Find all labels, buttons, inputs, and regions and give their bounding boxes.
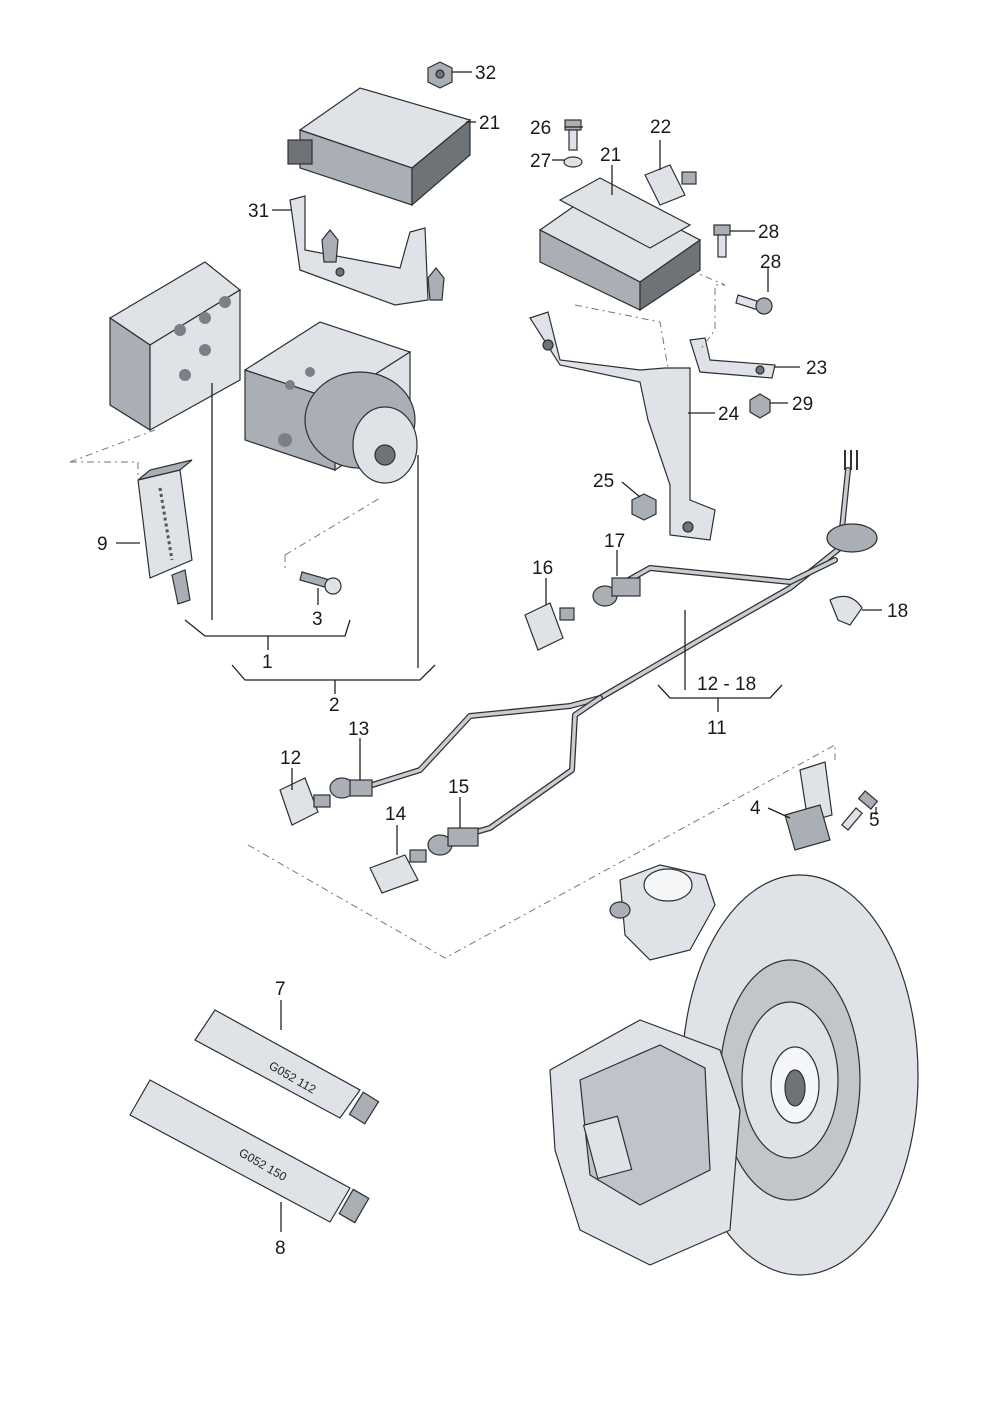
bolt-28-top [713,224,731,258]
connector-17 [592,577,641,607]
connector-15 [427,827,479,856]
callout-28-bottom: 28 [760,252,781,273]
bolt-26 [564,119,582,151]
connector-16 [524,602,575,651]
callout-29: 29 [792,394,813,415]
callout-31: 31 [248,201,269,222]
connector-14 [369,849,427,894]
hydraulic-unit [243,321,418,484]
nut-29 [749,393,771,419]
callout-4: 4 [750,798,761,819]
callout-17: 17 [604,531,625,552]
clip-18 [829,595,863,626]
bracket-31 [289,195,445,306]
callout-2: 2 [329,695,340,716]
callout-13: 13 [348,719,369,740]
washer-27 [563,156,583,168]
callout-18: 18 [887,601,908,622]
callout-23: 23 [806,358,827,379]
callout-26: 26 [530,118,551,139]
callout-27: 27 [530,151,551,172]
callout-9: 9 [97,534,108,555]
callout-28-top: 28 [758,222,779,243]
callout-32: 32 [475,63,496,84]
abs-control-unit [108,261,242,432]
connector-12 [279,777,331,826]
callout-8: 8 [275,1238,286,1259]
callout-21-left: 21 [479,113,500,134]
control-module-right [538,177,702,312]
bolt-28-bottom [735,294,773,315]
callout-7: 7 [275,979,286,1000]
nut-25 [631,493,657,521]
connector-9 [137,459,193,605]
callout-14: 14 [385,804,407,825]
bolt-3 [299,571,342,595]
sensor-22 [644,164,697,206]
nut-32 [427,61,453,89]
callout-12: 12 [280,748,301,769]
callout-1: 1 [262,652,273,673]
callout-22: 22 [650,117,671,138]
callout-25: 25 [593,471,614,492]
callout-5: 5 [869,810,880,831]
callout-12-18: 12 - 18 [697,674,756,695]
bolt-5 [841,790,879,831]
callout-16: 16 [532,558,553,579]
brake-assembly [549,864,919,1276]
sensor-4 [784,761,833,851]
wiring-harness [347,450,878,841]
callout-11: 11 [707,718,727,739]
callout-21-right: 21 [600,145,621,166]
connector-13 [329,777,373,799]
callout-24: 24 [718,404,740,425]
bracket-24 [529,311,716,541]
grease-tube-7: G052 112 [194,1009,380,1125]
bracket-23 [689,337,776,379]
callout-15: 15 [448,777,469,798]
callout-3: 3 [312,609,323,630]
control-module-left [287,87,472,207]
